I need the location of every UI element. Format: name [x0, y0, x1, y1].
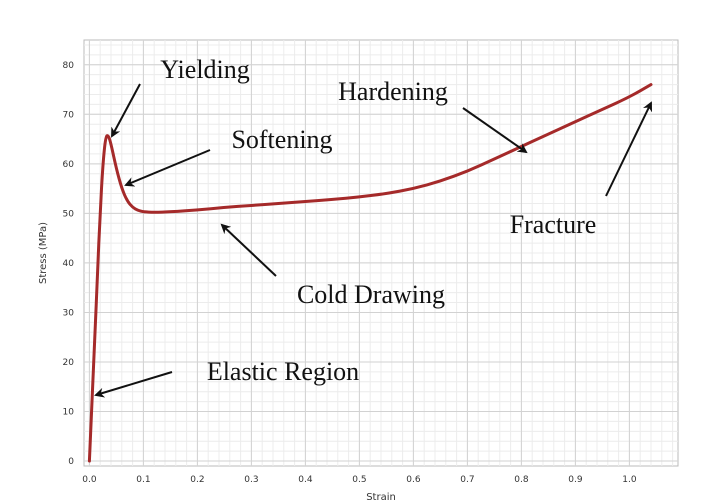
annotation-label-elastic-region: Elastic Region: [207, 357, 359, 386]
y-tick-label: 50: [63, 209, 75, 219]
y-tick-label: 30: [63, 308, 75, 318]
y-axis-ticks: 0 10 20 30 40 50 60 70 80: [63, 61, 75, 467]
x-tick-label: 0.0: [82, 475, 97, 485]
y-tick-label: 10: [63, 408, 75, 418]
x-tick-label: 0.7: [460, 475, 474, 485]
annotation-label-cold-drawing: Cold Drawing: [297, 280, 445, 309]
stress-strain-curve: [87, 83, 653, 463]
x-tick-label: 0.9: [568, 475, 583, 485]
annotation-arrow-yielding: [111, 83, 141, 138]
x-tick-label: 1.0: [622, 475, 637, 485]
y-tick-label: 70: [63, 110, 75, 120]
x-tick-label: 0.6: [406, 475, 421, 485]
y-tick-label: 80: [63, 61, 75, 71]
x-tick-label: 0.8: [514, 475, 529, 485]
annotation-arrow-elastic-region: [94, 371, 173, 398]
x-tick-label: 0.1: [136, 475, 150, 485]
y-tick-label: 60: [63, 160, 75, 170]
annotation-label-fracture: Fracture: [510, 210, 597, 239]
x-tick-label: 0.5: [352, 475, 366, 485]
y-axis-label: Stress (MPa): [38, 222, 49, 284]
annotation-label-softening: Softening: [231, 125, 332, 154]
y-tick-label: 40: [63, 259, 75, 269]
x-tick-label: 0.4: [298, 475, 313, 485]
annotation-arrow-cold-drawing: [220, 223, 277, 277]
x-axis-ticks: 0.0 0.1 0.2 0.3 0.4 0.5 0.6 0.7 0.8 0.9 1.0: [82, 475, 637, 485]
annotation-label-yielding: Yielding: [160, 55, 250, 84]
x-tick-label: 0.3: [244, 475, 258, 485]
annotation-label-hardening: Hardening: [338, 77, 448, 106]
annotation-arrow-hardening: [462, 107, 528, 154]
annotation-arrow-fracture: [605, 101, 653, 197]
y-tick-label: 20: [63, 358, 75, 368]
x-tick-label: 0.2: [190, 475, 204, 485]
x-axis-label: Strain: [366, 492, 396, 502]
y-tick-label: 0: [68, 457, 74, 467]
annotation-arrow-softening: [124, 149, 211, 187]
